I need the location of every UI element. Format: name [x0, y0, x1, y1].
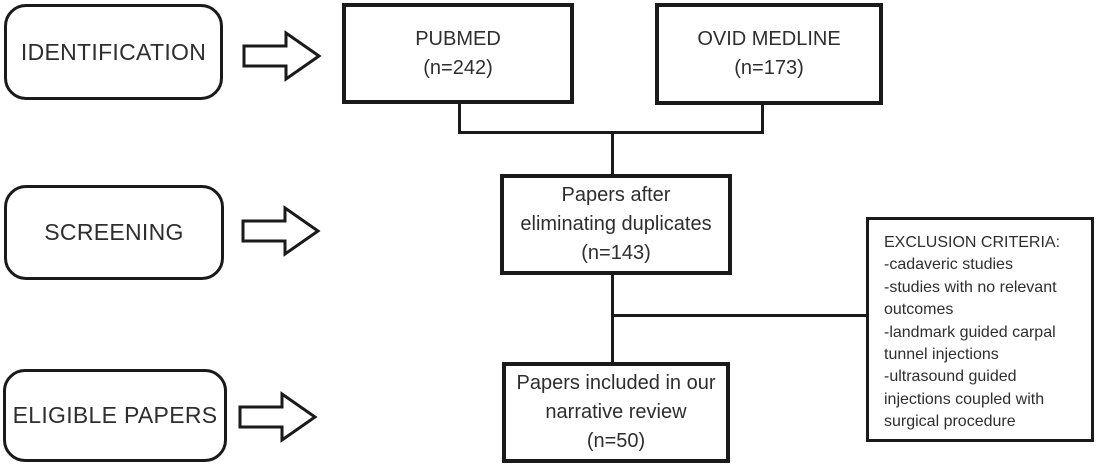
exclusion-item: surgical procedure — [884, 413, 1016, 431]
included-line: narrative review — [545, 401, 687, 423]
exclusion-item: outcomes — [884, 301, 954, 319]
flow-box-included: Papers included in our narrative review … — [502, 362, 730, 463]
duplicates-line: eliminating duplicates — [520, 213, 712, 235]
right-arrow-icon — [238, 391, 318, 443]
exclusion-item: -studies with no relevant — [884, 278, 1057, 296]
connector-merge-down — [611, 134, 614, 174]
duplicates-line: Papers after — [561, 184, 671, 206]
exclusion-item: tunnel injections — [884, 346, 999, 364]
ovid-count: (n=173) — [734, 57, 804, 79]
stage-label-eligible-papers: ELIGIBLE PAPERS — [12, 402, 218, 428]
exclusion-item: -ultrasound guided — [884, 368, 1017, 386]
flow-box-ovid-medline: OVID MEDLINE (n=173) — [655, 3, 883, 105]
exclusion-item: -cadaveric studies — [884, 256, 1013, 274]
connector-pubmed-down — [458, 102, 461, 134]
right-arrow-icon — [242, 30, 322, 82]
stage-box-eligible-papers: ELIGIBLE PAPERS — [3, 369, 227, 462]
stage-label-identification: IDENTIFICATION — [20, 38, 207, 65]
right-arrow-icon — [241, 205, 321, 257]
exclusion-title: EXCLUSION CRITERIA: — [884, 234, 1061, 251]
connector-duplicates-to-included — [611, 274, 614, 363]
ovid-name: OVID MEDLINE — [697, 28, 841, 50]
pubmed-count: (n=242) — [423, 56, 493, 79]
included-line: Papers included in our — [516, 372, 716, 394]
stage-box-identification: IDENTIFICATION — [4, 4, 223, 100]
exclusion-item: -landmark guided carpal — [884, 323, 1056, 341]
duplicates-count: (n=143) — [581, 242, 651, 264]
flow-box-pubmed: PUBMED (n=242) — [342, 3, 574, 104]
stage-box-screening: SCREENING — [4, 185, 224, 280]
connector-ovid-down — [761, 104, 764, 134]
stage-label-screening: SCREENING — [44, 219, 184, 245]
flow-box-after-duplicates: Papers after eliminating duplicates (n=1… — [500, 174, 732, 275]
connector-to-exclusion — [613, 314, 866, 317]
pubmed-name: PUBMED — [415, 27, 501, 50]
exclusion-item: injections coupled with — [884, 390, 1045, 408]
connector-merge-horizontal — [458, 131, 764, 134]
included-count: (n=50) — [586, 430, 646, 452]
exclusion-criteria-box: EXCLUSION CRITERIA: -cadaveric studies -… — [866, 217, 1094, 442]
